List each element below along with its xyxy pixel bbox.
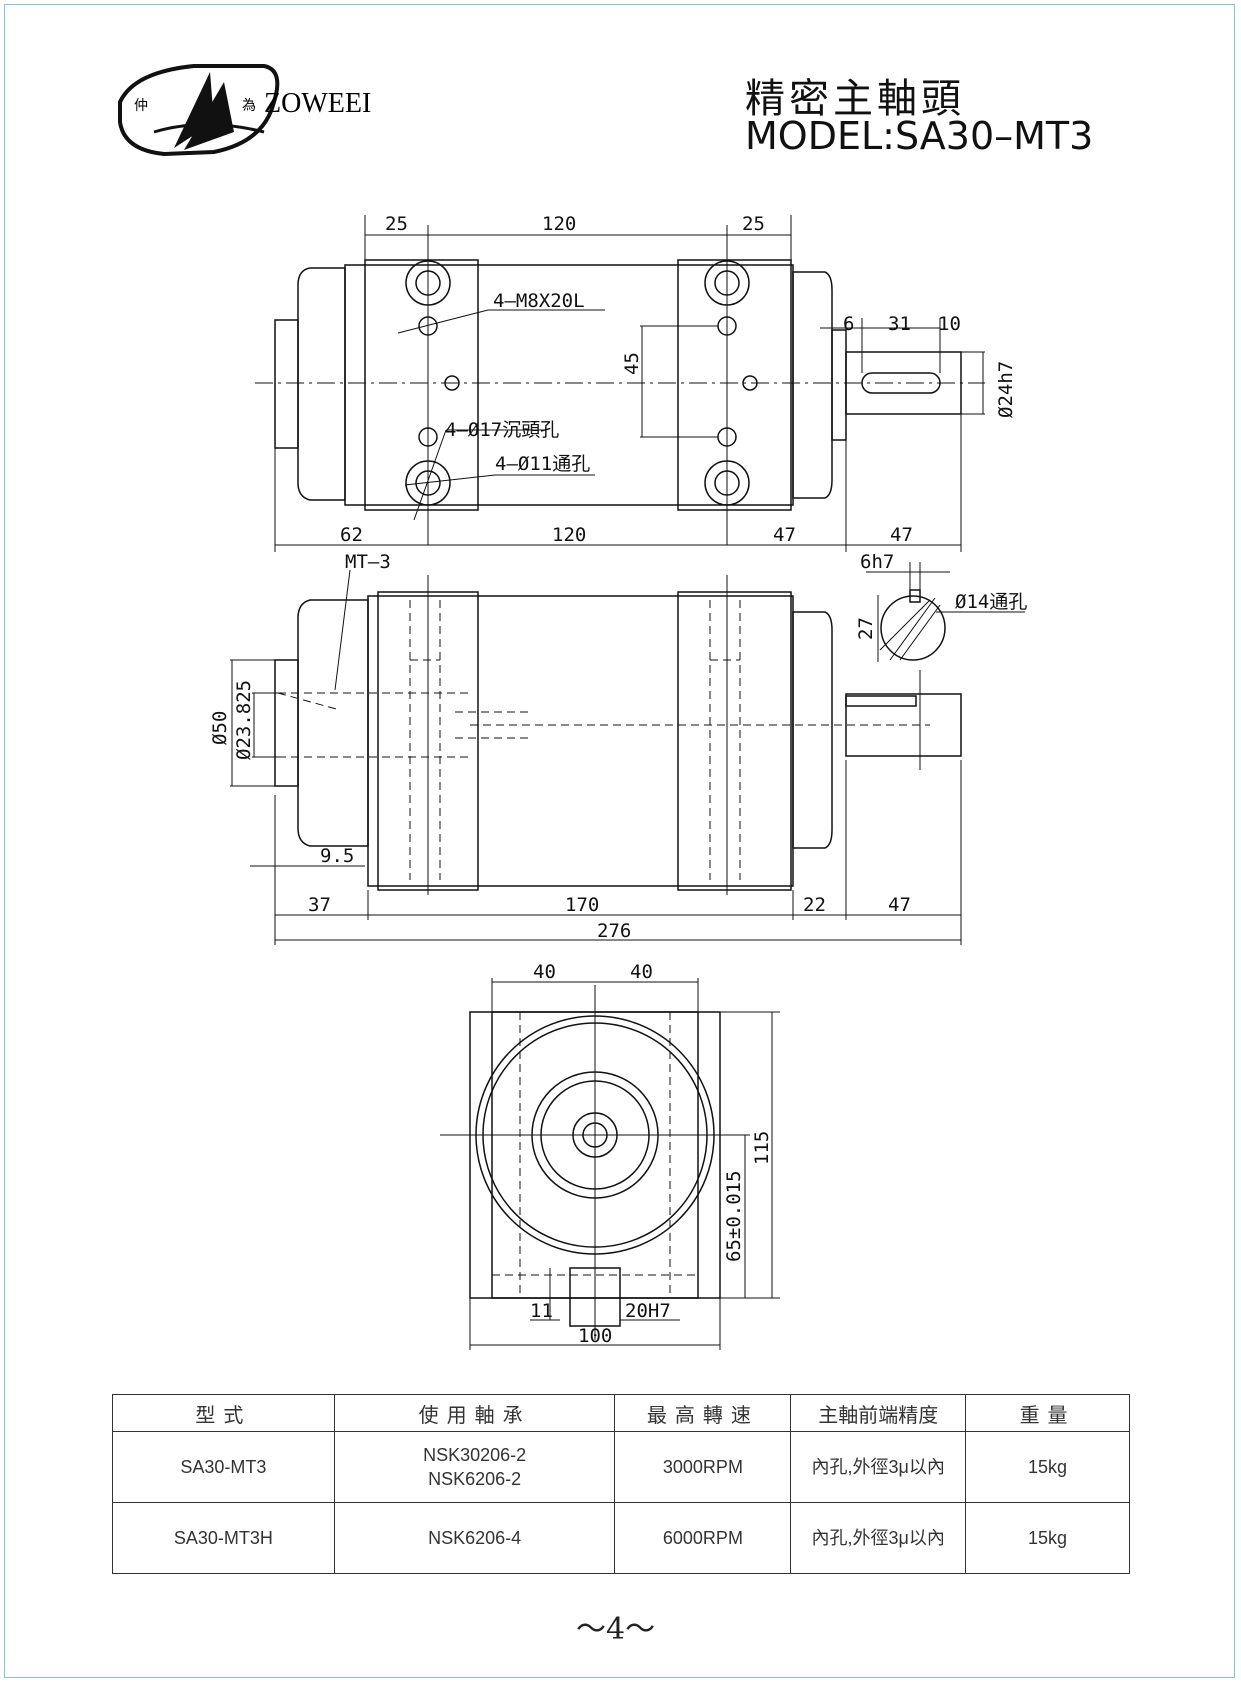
dim-top-25-left: 25: [385, 213, 408, 235]
dim-9-5: 9.5: [320, 845, 354, 867]
key-6h7: 6h7: [860, 551, 894, 573]
spec-table: 型式 使用軸承 最高轉速 主軸前端精度 重量 SA30-MT3 NSK30206…: [112, 1394, 1130, 1574]
dim-shaft-dia: Ø24h7: [995, 361, 1017, 418]
header-weight: 重量: [965, 1394, 1130, 1432]
top-view: [255, 215, 985, 552]
dim-end-40-right: 40: [630, 961, 653, 983]
logo-char-right: 為: [242, 98, 256, 114]
page-frame: [4, 4, 1235, 1678]
cell-bearing-line: NSK6206-4: [428, 1528, 522, 1548]
dim-side-47: 47: [888, 894, 911, 916]
cell-weight: 15kg: [965, 1431, 1130, 1503]
cell-model: SA30-MT3: [112, 1431, 335, 1503]
product-title-zh: 精密主軸頭: [745, 76, 965, 122]
dim-end-40-left: 40: [533, 961, 556, 983]
dim-side-37: 37: [308, 894, 331, 916]
hole-14-label: Ø14通孔: [955, 591, 1027, 613]
dim-top-25-right: 25: [742, 213, 765, 235]
dim-top-120: 120: [542, 213, 576, 235]
dim-side-22: 22: [803, 894, 826, 916]
top-view-labels: 25 120 25 4–M8X20L 4–Ø17沉頭孔 4–Ø11通孔 45 6…: [340, 213, 1017, 546]
taper-label: MT–3: [345, 551, 391, 573]
dim-45: 45: [621, 352, 643, 375]
dim-20h7: 20H7: [625, 1300, 671, 1322]
dim-bottom-120: 120: [552, 524, 586, 546]
dim-dia-23825: Ø23.825: [233, 680, 255, 760]
side-view-labels: MT–3 6h7 27 Ø14通孔 Ø50 Ø23.825 9.5 37 170…: [209, 551, 1027, 942]
dim-side-170: 170: [565, 894, 599, 916]
dim-27: 27: [855, 617, 877, 640]
cell-bearing-line: NSK30206-2: [423, 1445, 527, 1465]
table-row: SA30-MT3H NSK6206-4 6000RPM 內孔,外徑3μ以內 15…: [112, 1502, 1130, 1574]
end-view-labels: 40 40 115 65±0.015 11 20H7 100: [530, 961, 773, 1347]
dim-total-276: 276: [597, 920, 631, 942]
cell-bearing-line: NSK6206-2: [428, 1469, 522, 1489]
end-view: [440, 978, 780, 1350]
dim-shaft-6: 6: [843, 313, 854, 335]
table-header-row: 型式 使用軸承 最高轉速 主軸前端精度 重量: [112, 1394, 1130, 1432]
header-model: 型式: [112, 1394, 335, 1432]
dim-shaft-31: 31: [888, 313, 911, 335]
callout-counterbore-17: 4–Ø17沉頭孔: [445, 419, 559, 441]
cell-weight: 15kg: [965, 1502, 1130, 1574]
callout-m8: 4–M8X20L: [493, 290, 585, 312]
cell-speed: 3000RPM: [614, 1431, 792, 1503]
header-speed: 最高轉速: [614, 1394, 792, 1432]
dim-100: 100: [578, 1325, 612, 1347]
model-title: MODEL:SA30–MT3: [745, 114, 1094, 158]
cell-bearing: NSK6206-4: [333, 1502, 616, 1574]
page-number: ～4～: [576, 1612, 656, 1647]
dim-shaft-10: 10: [938, 313, 961, 335]
zoweei-logo: 仲 為 ZOWEEI: [118, 64, 371, 157]
dim-bottom-47-b: 47: [890, 524, 913, 546]
cell-model: SA30-MT3H: [112, 1502, 335, 1574]
cell-precision: 內孔,外徑3μ以內: [790, 1502, 967, 1574]
header-bearing: 使用軸承: [333, 1394, 616, 1432]
callout-thru-11: 4–Ø11通孔: [495, 453, 590, 475]
cell-speed: 6000RPM: [614, 1502, 792, 1574]
dim-11: 11: [530, 1300, 553, 1322]
logo-char-left: 仲: [134, 98, 148, 114]
cell-precision: 內孔,外徑3μ以內: [790, 1431, 967, 1503]
dim-bottom-62: 62: [340, 524, 363, 546]
header-precision: 主軸前端精度: [790, 1394, 967, 1432]
dim-dia-50: Ø50: [209, 711, 231, 745]
side-view: [230, 562, 1025, 945]
dim-115: 115: [751, 1131, 773, 1165]
dim-65: 65±0.015: [723, 1170, 745, 1262]
dim-bottom-47-a: 47: [773, 524, 796, 546]
logo-brand: ZOWEEI: [264, 88, 371, 119]
